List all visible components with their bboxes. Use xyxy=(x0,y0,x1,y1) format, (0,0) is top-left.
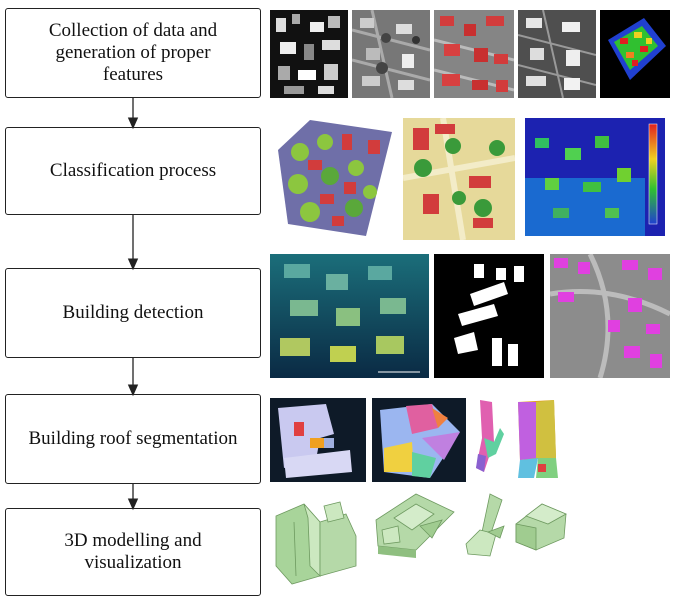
height-colored-pointcloud xyxy=(525,118,665,236)
building-pointcloud xyxy=(270,254,429,378)
step-label: Classification process xyxy=(49,160,217,181)
step-label: 3D modelling and visualization xyxy=(64,530,202,573)
roof-segments-4 xyxy=(514,398,560,480)
building-overlay xyxy=(550,254,670,378)
step-label: Building detection xyxy=(62,302,204,323)
model-1 xyxy=(270,496,360,588)
dsm-image xyxy=(352,10,430,98)
intensity-image xyxy=(270,10,348,98)
classified-orthophoto xyxy=(403,118,515,240)
classified-3d-pointcloud xyxy=(270,112,395,240)
step-box-building-detection: Building detection xyxy=(5,268,261,358)
ndsm-image xyxy=(434,10,514,98)
model-2 xyxy=(372,490,456,562)
building-mask xyxy=(434,254,544,378)
model-4 xyxy=(512,494,570,554)
roof-segments-3 xyxy=(470,398,510,476)
step-box-data-collection: Collection of data and generation of pro… xyxy=(5,8,261,98)
model-3 xyxy=(460,492,510,562)
roof-segments-1 xyxy=(270,398,366,482)
step-label: Collection of data and generation of pro… xyxy=(48,20,218,85)
step-label: Building roof segmentation xyxy=(28,428,238,449)
pointcloud-height-image xyxy=(600,10,670,98)
roof-segments-2 xyxy=(372,398,466,482)
slope-image xyxy=(518,10,596,98)
